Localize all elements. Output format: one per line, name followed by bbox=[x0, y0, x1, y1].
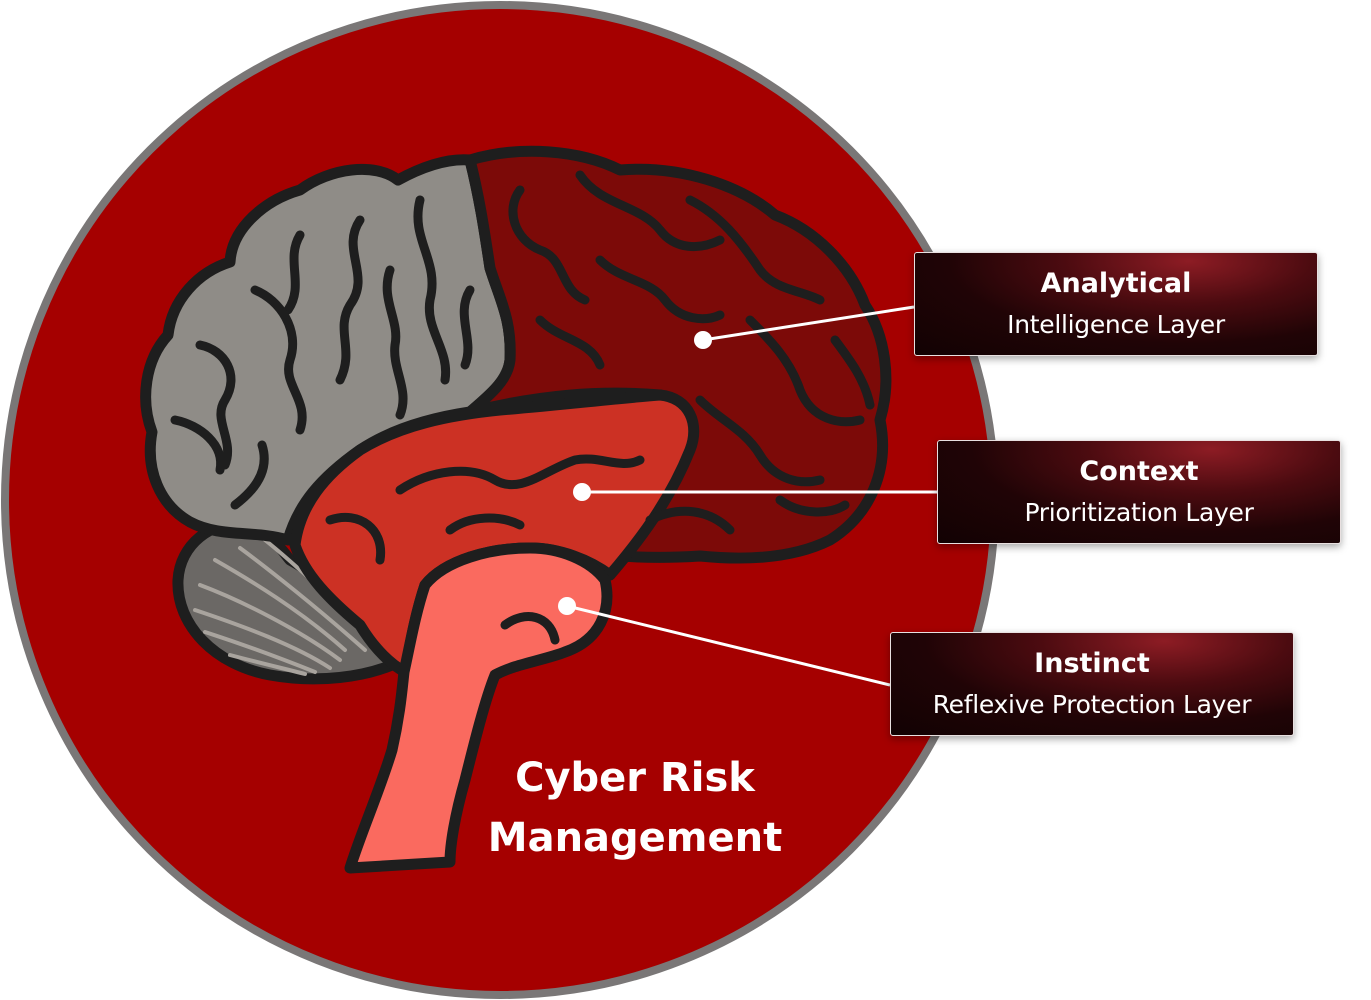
layer-subtitle: Reflexive Protection Layer bbox=[932, 690, 1252, 719]
connector-analytical bbox=[702, 305, 915, 342]
dot-analytical bbox=[694, 331, 712, 349]
layer-subtitle: Prioritization Layer bbox=[1024, 498, 1254, 527]
layer-title: Context bbox=[1079, 456, 1199, 487]
connector-lines bbox=[566, 305, 937, 687]
instinct-region bbox=[344, 542, 613, 874]
layer-box-analytical: Analytical Intelligence Layer bbox=[914, 252, 1318, 356]
layer-title: Analytical bbox=[1040, 268, 1192, 299]
brain-folds bbox=[170, 170, 875, 645]
dot-instinct bbox=[558, 597, 576, 615]
layer-subtitle: Intelligence Layer bbox=[1007, 310, 1225, 339]
dot-context bbox=[573, 483, 591, 501]
connector-dots bbox=[558, 331, 712, 615]
analytical-region bbox=[464, 145, 892, 564]
layer-box-instinct: Instinct Reflexive Protection Layer bbox=[890, 632, 1294, 736]
layer-title: Instinct bbox=[1034, 648, 1150, 679]
connector-instinct bbox=[566, 604, 891, 687]
layer-box-context: Context Prioritization Layer bbox=[937, 440, 1341, 544]
title-line-2: Management bbox=[487, 815, 783, 861]
diagram-title: Cyber Risk Management bbox=[440, 748, 830, 868]
title-line-1: Cyber Risk bbox=[515, 755, 755, 801]
